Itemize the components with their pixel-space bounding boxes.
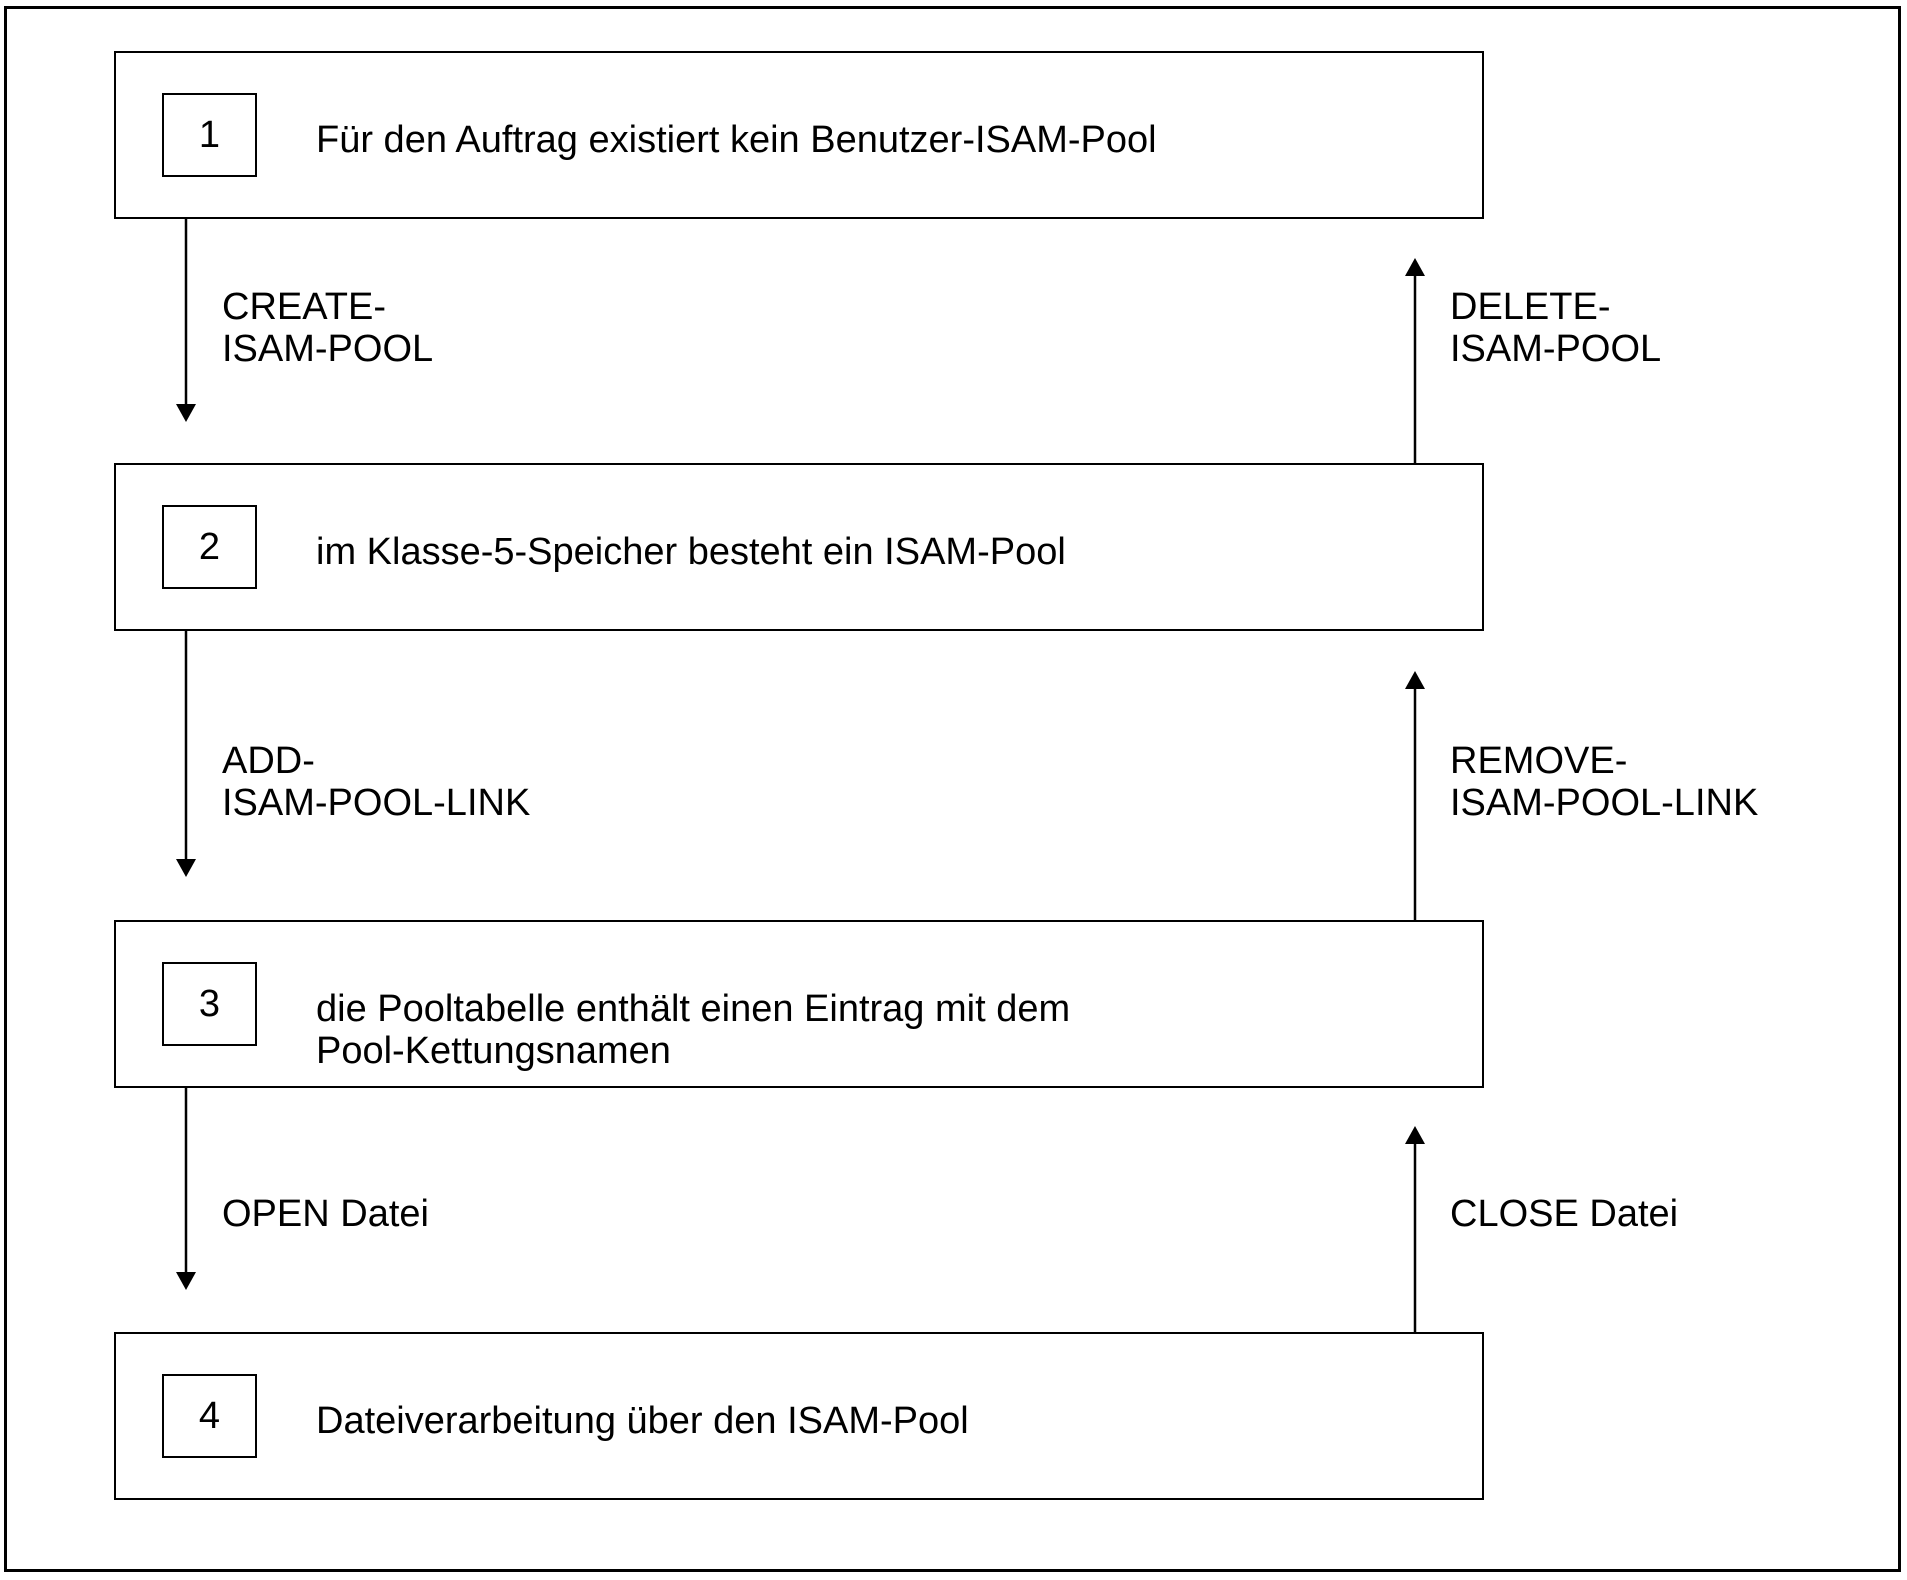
arrowhead-down-3-4 bbox=[176, 1272, 196, 1290]
label-open-datei: OPEN Datei bbox=[222, 1193, 429, 1235]
arrowhead-up-2-1 bbox=[1405, 258, 1425, 276]
label-remove-isam-pool-link: REMOVE- ISAM-POOL-LINK bbox=[1450, 740, 1759, 824]
label-delete-isam-pool: DELETE- ISAM-POOL bbox=[1450, 286, 1662, 370]
state-number-3: 3 bbox=[162, 962, 257, 1046]
state-number-4: 4 bbox=[162, 1374, 257, 1458]
label-add-isam-pool-link: ADD- ISAM-POOL-LINK bbox=[222, 740, 531, 824]
label-close-datei: CLOSE Datei bbox=[1450, 1193, 1679, 1235]
state-text-1: Für den Auftrag existiert kein Benutzer-… bbox=[316, 119, 1157, 161]
state-box-3: 3 die Pooltabelle enthält einen Eintrag … bbox=[114, 920, 1484, 1088]
state-box-1: 1 Für den Auftrag existiert kein Benutze… bbox=[114, 51, 1484, 219]
state-number-2: 2 bbox=[162, 505, 257, 589]
arrowhead-up-4-3 bbox=[1405, 1126, 1425, 1144]
arrowhead-down-1-2 bbox=[176, 404, 196, 422]
state-box-4: 4 Dateiverarbeitung über den ISAM-Pool bbox=[114, 1332, 1484, 1500]
state-box-2: 2 im Klasse-5-Speicher besteht ein ISAM-… bbox=[114, 463, 1484, 631]
state-number-1: 1 bbox=[162, 93, 257, 177]
state-text-3: die Pooltabelle enthält einen Eintrag mi… bbox=[316, 988, 1071, 1072]
label-create-isam-pool: CREATE- ISAM-POOL bbox=[222, 286, 434, 370]
arrowhead-down-2-3 bbox=[176, 859, 196, 877]
state-text-2: im Klasse-5-Speicher besteht ein ISAM-Po… bbox=[316, 531, 1066, 573]
state-text-4: Dateiverarbeitung über den ISAM-Pool bbox=[316, 1400, 969, 1442]
arrowhead-up-3-2 bbox=[1405, 671, 1425, 689]
diagram-frame bbox=[4, 6, 1901, 1572]
